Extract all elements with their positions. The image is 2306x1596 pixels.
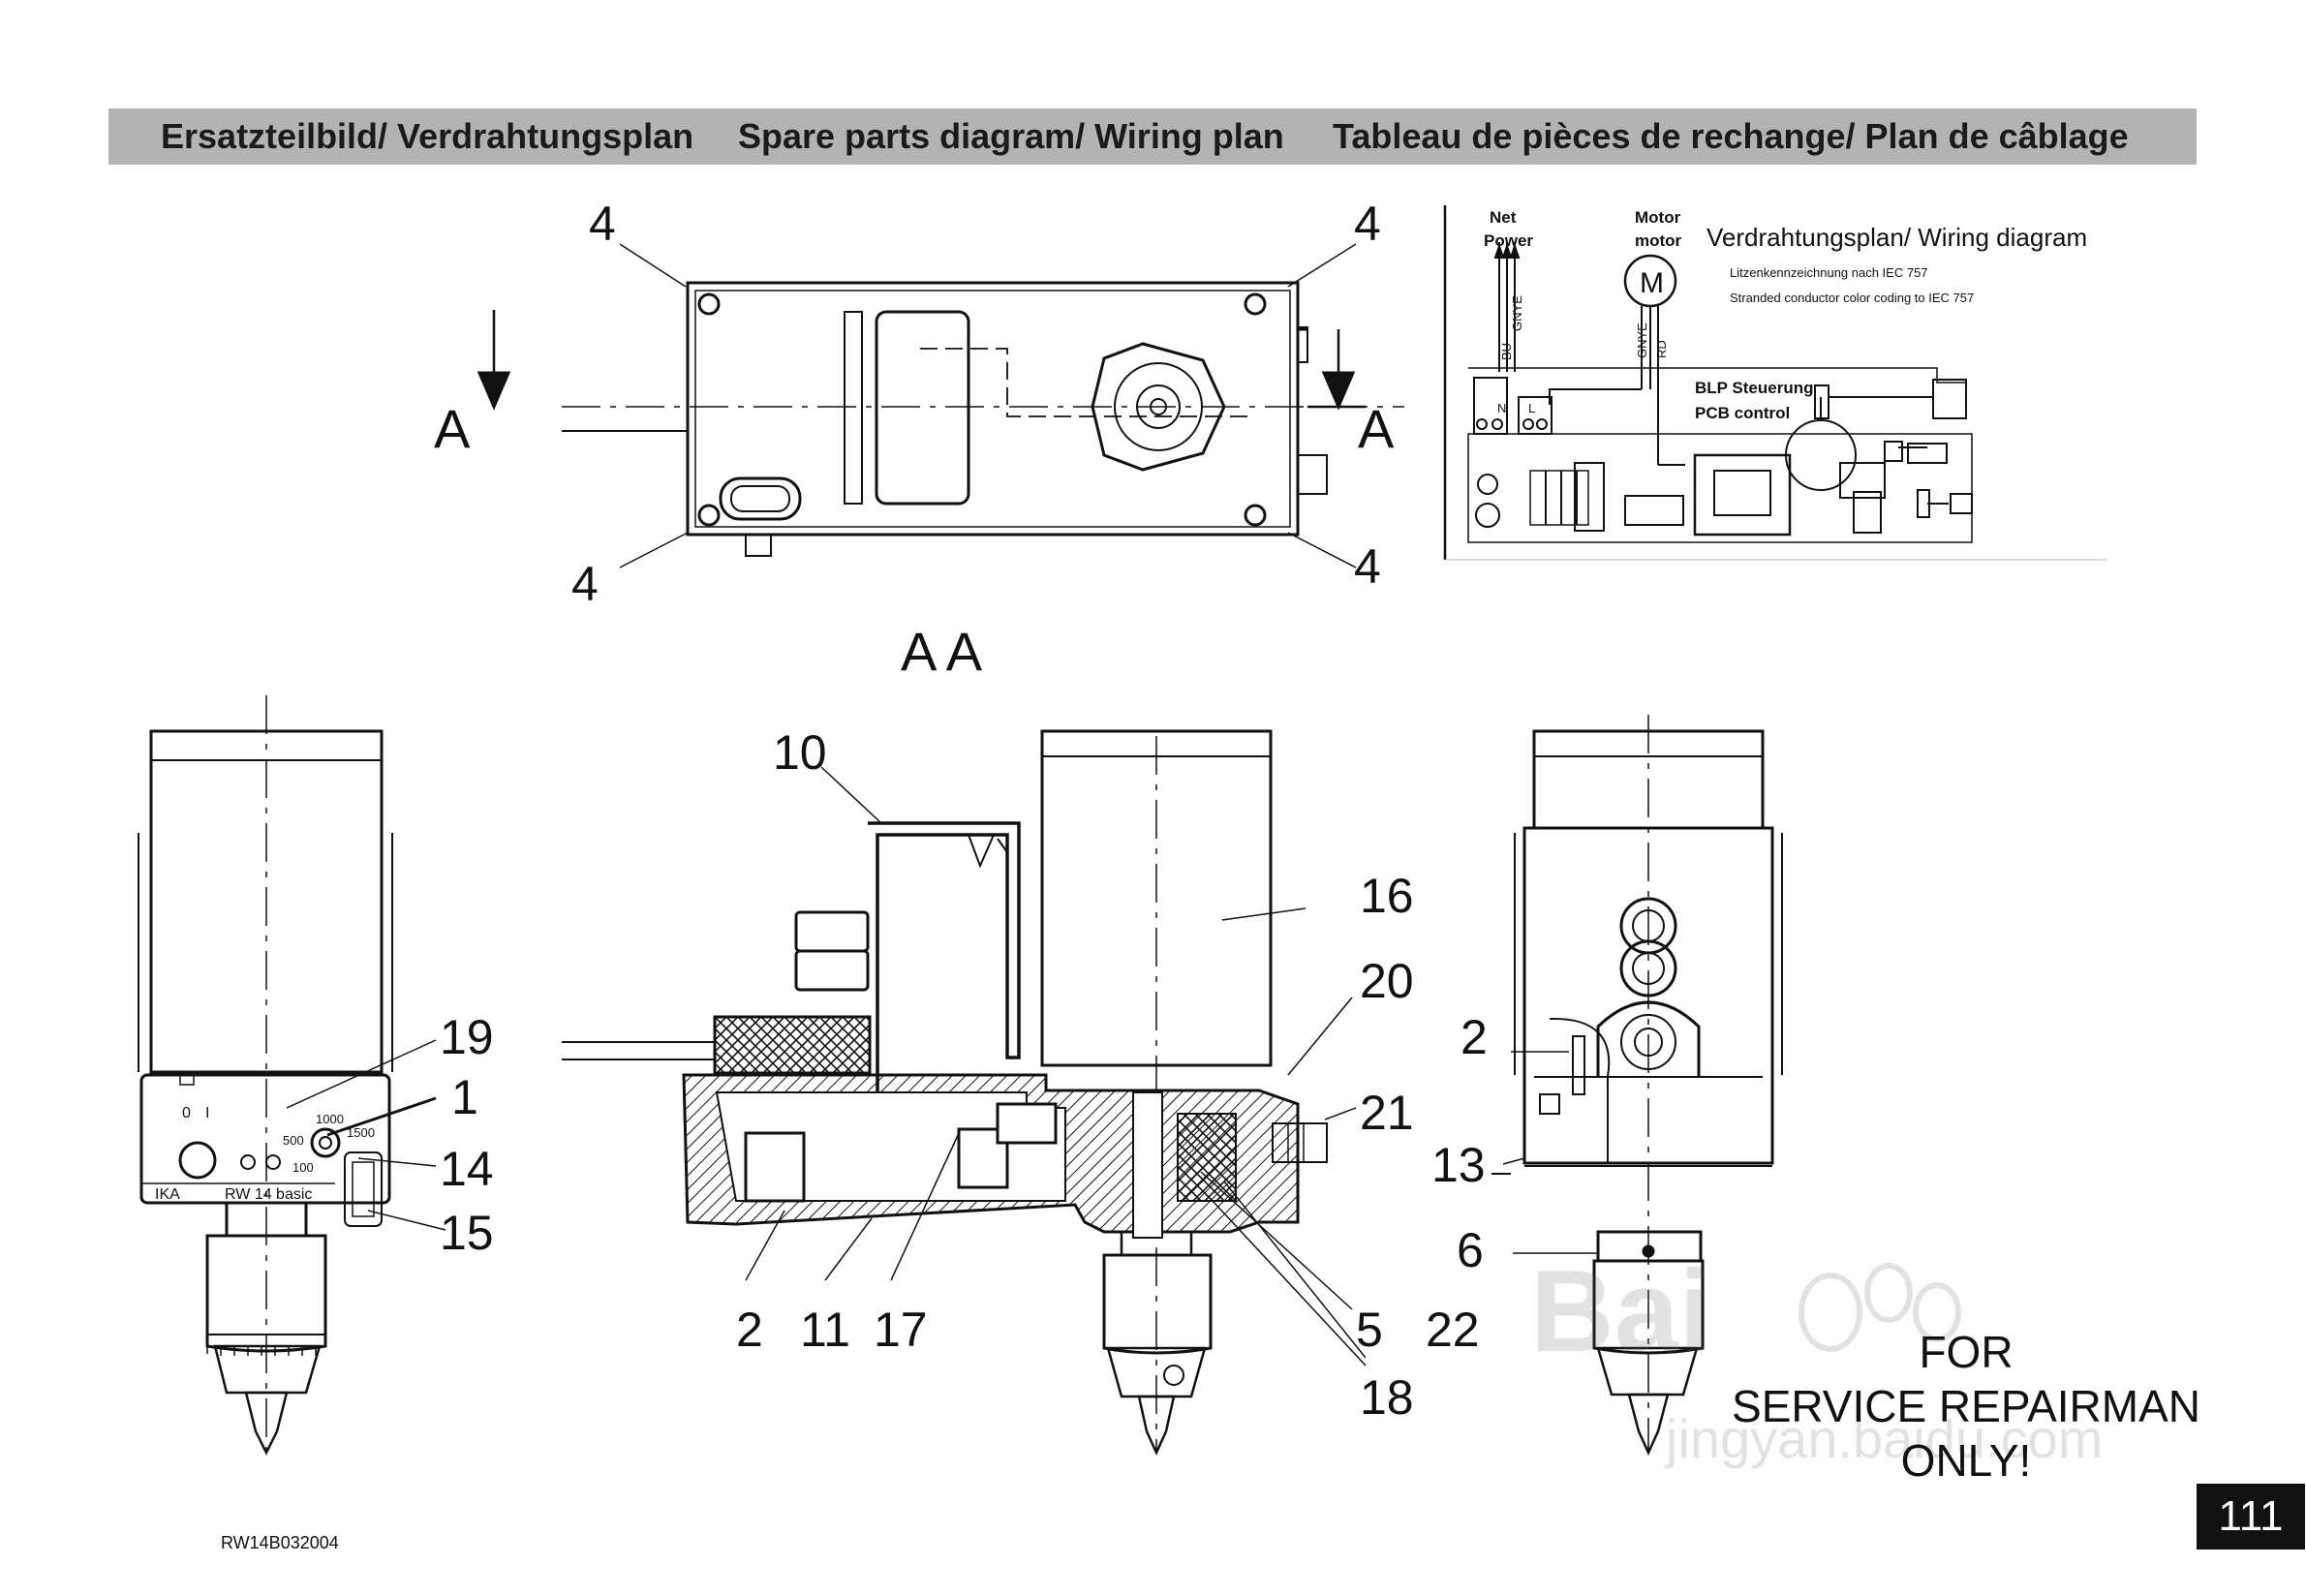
callout-6: 6 bbox=[1457, 1223, 1484, 1277]
wire-code-gnye-motor: GNYE bbox=[1635, 322, 1649, 358]
callout-15: 15 bbox=[440, 1206, 494, 1260]
callout-10: 10 bbox=[773, 725, 827, 780]
terminal-n: N bbox=[1497, 401, 1506, 415]
body-side bbox=[1522, 826, 1774, 1165]
side-view bbox=[1491, 715, 1783, 1457]
wire-code-bu: BU bbox=[1499, 343, 1514, 360]
header-title-fr: Tableau de pièces de rechange/ Plan de c… bbox=[1333, 116, 2129, 156]
speed-1000: 1000 bbox=[316, 1112, 344, 1126]
section-view bbox=[562, 729, 1367, 1457]
model-label: RW 14 basic bbox=[225, 1186, 312, 1203]
wire-code-rd: RD bbox=[1654, 340, 1669, 358]
callout-14: 14 bbox=[440, 1142, 494, 1196]
document-code: RW14B032004 bbox=[221, 1533, 339, 1552]
electronics-cover bbox=[868, 821, 1021, 1098]
screw-top-right bbox=[1244, 292, 1267, 316]
brand-label: IKA bbox=[155, 1186, 180, 1203]
pcb-outline bbox=[1467, 433, 1973, 543]
callout-21: 21 bbox=[1360, 1086, 1414, 1140]
pcb-label-de: BLP Steuerung bbox=[1695, 379, 1813, 397]
clamp-bracket bbox=[1596, 1000, 1701, 1077]
section-mark-right: A bbox=[1358, 398, 1395, 459]
service-note: FOR SERVICE REPAIRMAN ONLY! bbox=[1724, 1325, 2208, 1488]
cable-gland bbox=[719, 476, 802, 521]
header-bar: Ersatzteilbild/ Verdrahtungsplan Spare p… bbox=[108, 108, 2197, 165]
chuck-top bbox=[1091, 342, 1226, 472]
header-title-en: Spare parts diagram/ Wiring plan bbox=[738, 116, 1284, 156]
speed-knob-top bbox=[1297, 454, 1328, 495]
callout-16: 16 bbox=[1360, 869, 1414, 923]
speed-knob-front bbox=[310, 1127, 341, 1158]
housing-top-outline bbox=[686, 281, 1300, 537]
screw-bottom-right bbox=[1244, 504, 1267, 527]
service-note-line2: SERVICE REPAIRMAN bbox=[1732, 1381, 2200, 1431]
wiring-net-label: Net bbox=[1490, 208, 1517, 227]
callout-19: 19 bbox=[440, 1010, 494, 1064]
callout-22: 22 bbox=[1426, 1303, 1480, 1357]
wiring-diagram bbox=[1443, 205, 2106, 561]
switch-mark-1: I bbox=[205, 1105, 209, 1121]
switch-mark-0: 0 bbox=[182, 1105, 191, 1121]
page-number: 111 bbox=[2197, 1484, 2305, 1550]
callout-18: 18 bbox=[1360, 1370, 1414, 1425]
speed-1500: 1500 bbox=[347, 1125, 375, 1140]
section-mark-left: A bbox=[434, 398, 471, 459]
watermark-logo: Bai jingyan.baidu.com bbox=[1530, 1246, 2103, 1469]
service-note-line1: FOR bbox=[1919, 1327, 2014, 1377]
callout-1: 1 bbox=[451, 1070, 478, 1124]
pcb-component bbox=[1693, 453, 1792, 537]
front-view bbox=[138, 695, 446, 1456]
power-switch bbox=[178, 1141, 217, 1180]
section-title: A A bbox=[901, 621, 983, 682]
callout-4-br: 4 bbox=[1354, 539, 1381, 594]
callout-11: 11 bbox=[800, 1303, 850, 1357]
screw-top-left bbox=[697, 292, 721, 316]
cable-strain-relief bbox=[713, 1015, 872, 1075]
screw-bottom-left bbox=[697, 504, 721, 527]
terminal-l: L bbox=[1528, 401, 1535, 415]
pcb-label-en: PCB control bbox=[1695, 404, 1790, 422]
callout-5: 5 bbox=[1356, 1303, 1383, 1357]
chuck-body-section bbox=[1102, 1253, 1213, 1355]
callout-4-tr: 4 bbox=[1354, 197, 1381, 251]
motor-symbol-letter: M bbox=[1640, 267, 1664, 299]
wiring-title: Verdrahtungsplan/ Wiring diagram bbox=[1706, 223, 2087, 252]
mount-hole-lower bbox=[1619, 939, 1677, 998]
speed-knob-section bbox=[1272, 1122, 1328, 1163]
service-note-line3: ONLY! bbox=[1900, 1435, 2032, 1486]
callout-4-tl: 4 bbox=[589, 197, 616, 251]
wiring-motor-label-en: motor bbox=[1635, 231, 1682, 250]
callout-13: 13 bbox=[1431, 1138, 1486, 1192]
callout-17: 17 bbox=[874, 1303, 928, 1357]
speed-100: 100 bbox=[292, 1160, 314, 1175]
callout-2-side: 2 bbox=[1460, 1010, 1488, 1064]
header-title-de: Ersatzteilbild/ Verdrahtungsplan bbox=[161, 116, 694, 156]
svg-text:Bai: Bai bbox=[1530, 1246, 1711, 1376]
wiring-motor-label-de: Motor bbox=[1635, 208, 1681, 227]
wiring-note-en: Stranded conductor color coding to IEC 7… bbox=[1730, 291, 1974, 305]
watermark-text: jingyan.baidu.com bbox=[1664, 1408, 2103, 1469]
wiring-power-label: Power bbox=[1484, 231, 1533, 250]
callout-20: 20 bbox=[1360, 954, 1414, 1008]
callout-2-section: 2 bbox=[736, 1303, 763, 1357]
callout-4-bl: 4 bbox=[571, 557, 599, 611]
speed-500: 500 bbox=[283, 1133, 304, 1148]
wire-code-gnye-net: GNYE bbox=[1510, 295, 1524, 331]
wiring-note-de: Litzenkennzeichnung nach IEC 757 bbox=[1730, 265, 1928, 280]
top-view bbox=[477, 243, 1404, 568]
